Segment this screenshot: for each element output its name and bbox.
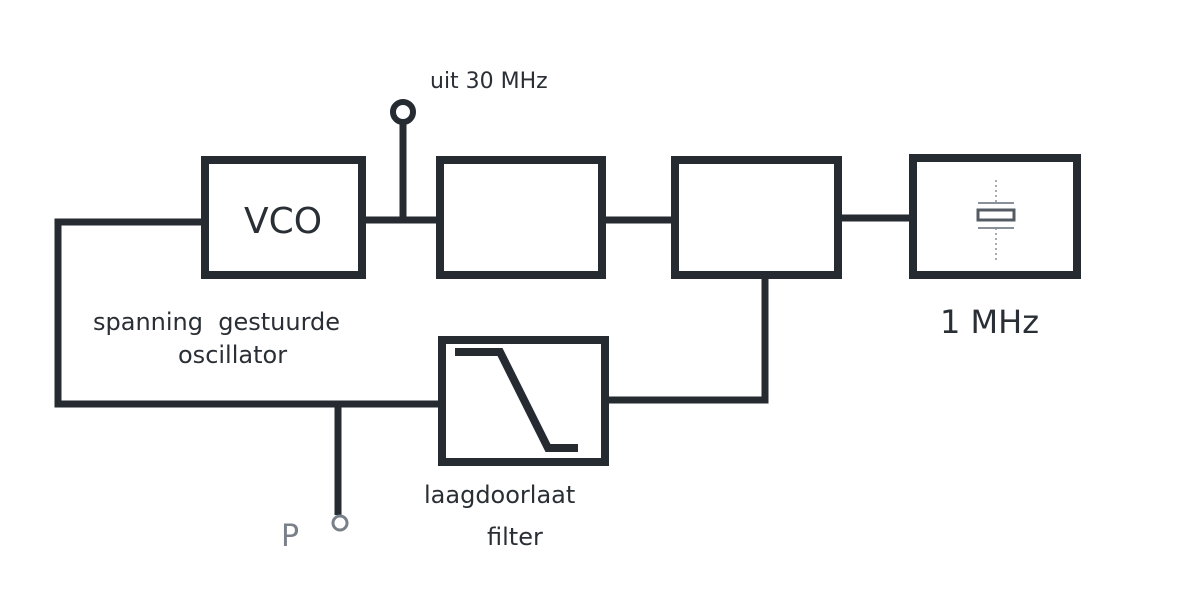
vco-description-line1: spanning gestuurde [93, 308, 340, 336]
filter-label-line1: laagdoorlaat [424, 481, 575, 509]
p-label: P [281, 519, 299, 554]
p-terminal-icon [331, 514, 349, 532]
output-terminal-icon [390, 99, 416, 125]
crystal-oscillator-block [909, 154, 1081, 279]
vco-label: VCO [244, 201, 322, 242]
crystal-icon [976, 180, 1016, 262]
wires [54, 123, 913, 515]
divider-block [436, 156, 606, 279]
output-label: uit 30 MHz [430, 69, 548, 94]
crystal-frequency-label: 1 MHz [940, 303, 1039, 341]
detector-to-filter-wire [605, 275, 769, 404]
vco-block [201, 156, 366, 279]
vco-description-line2: oscillator [178, 341, 287, 369]
filter-label-line2: filter [487, 523, 543, 551]
lowpass-curve-icon [455, 348, 578, 452]
feedback-wire [54, 218, 442, 408]
phase-detector-block [671, 156, 842, 279]
